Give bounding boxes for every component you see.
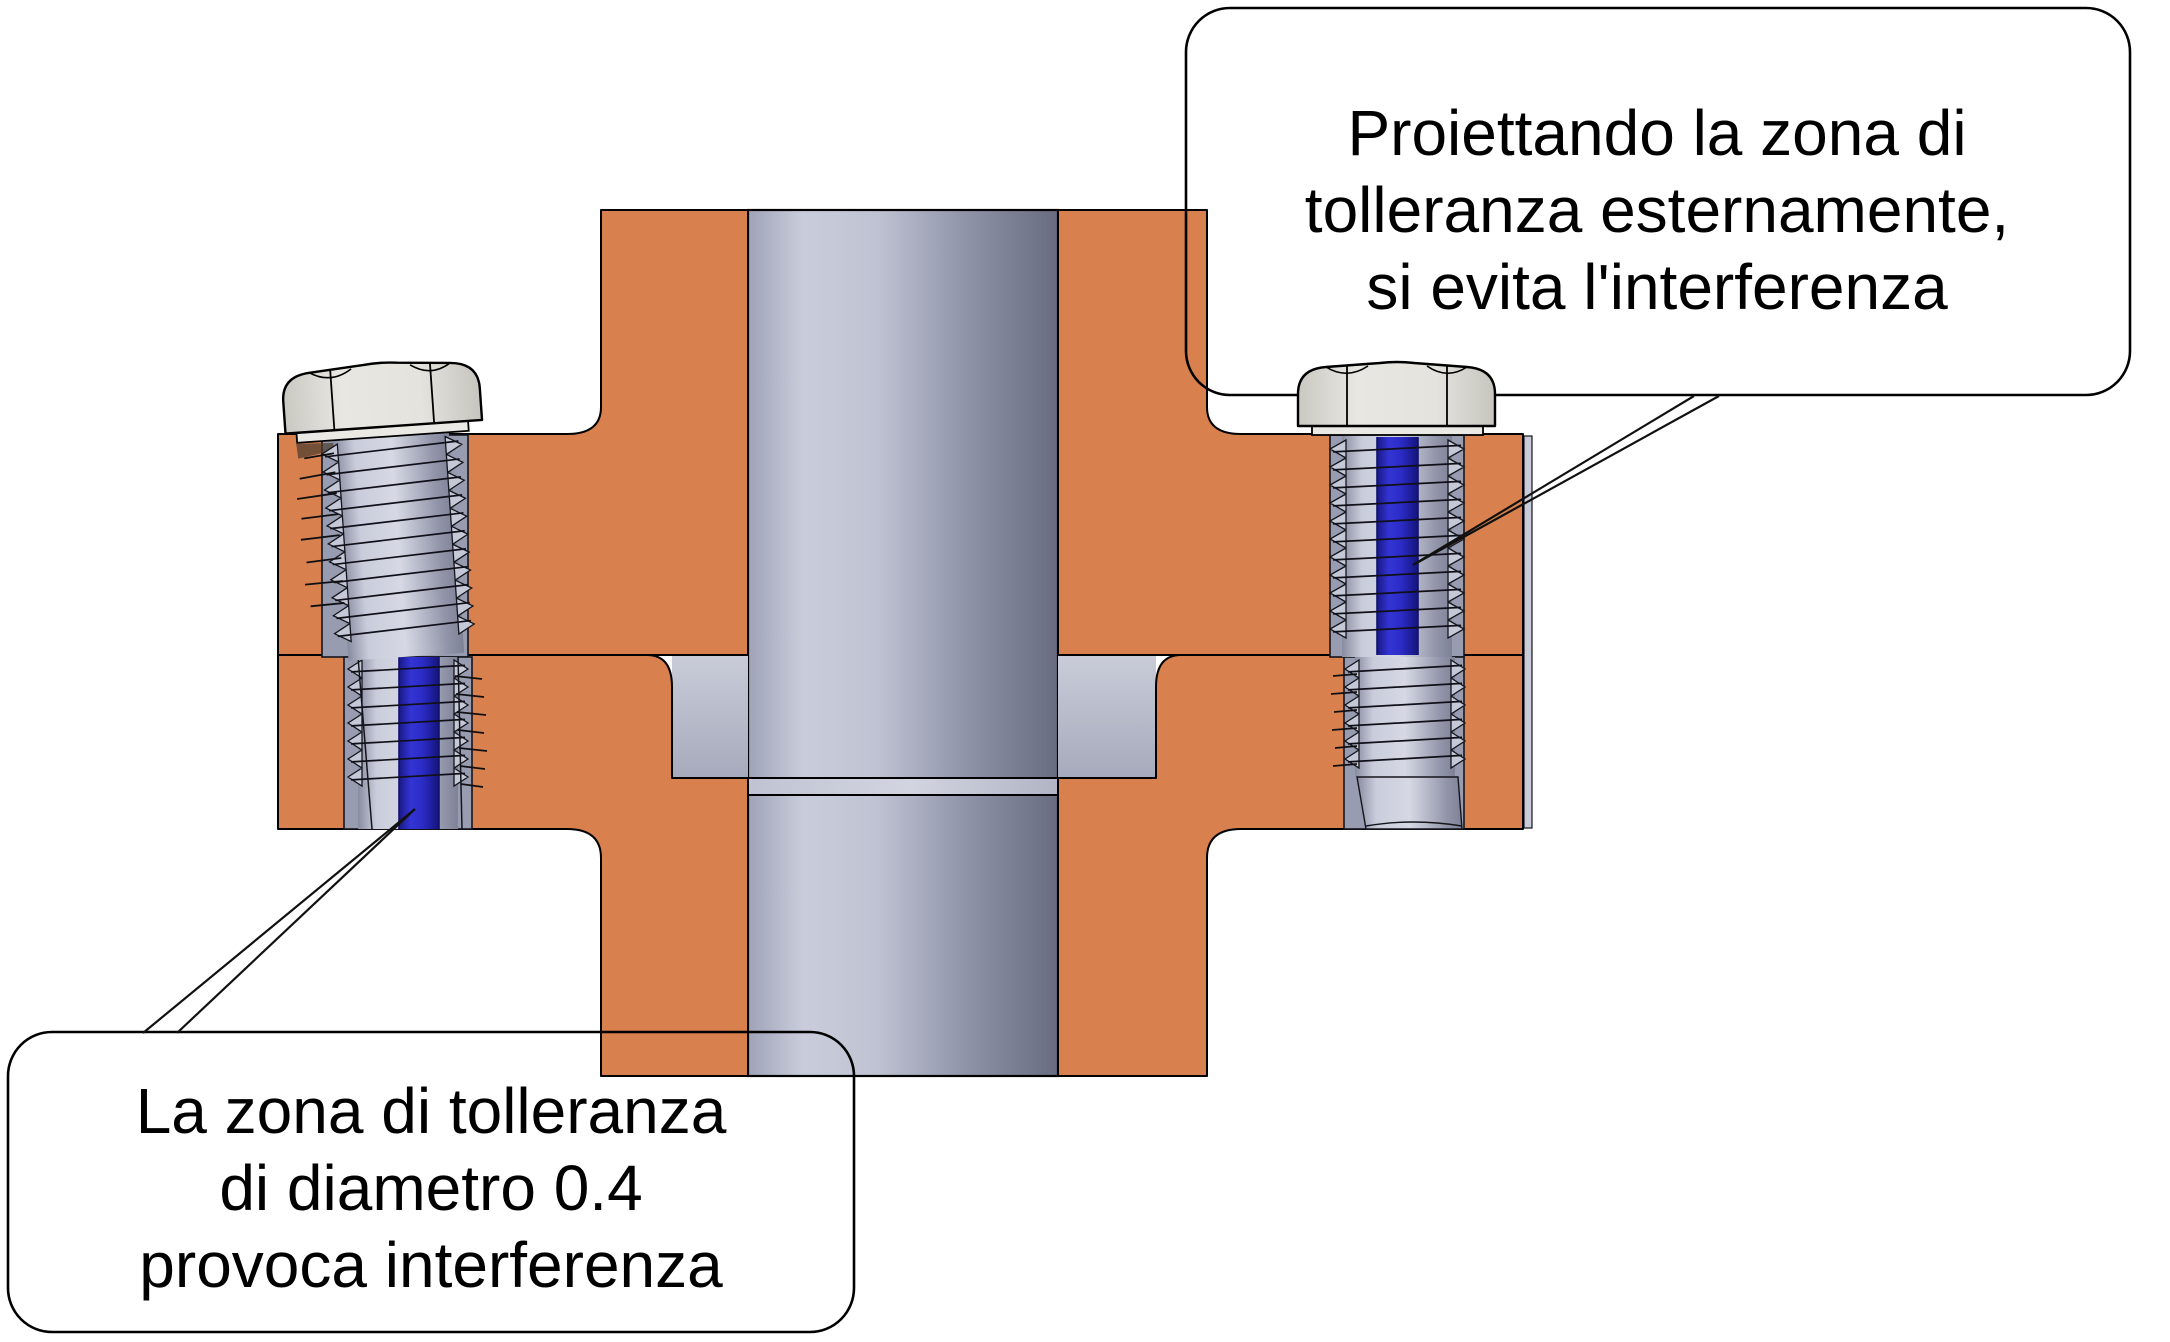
bolt-left-upper-threads [320, 435, 476, 643]
bolt-right-upper-threads [1328, 438, 1466, 640]
bolt-left-head-facets [329, 362, 436, 431]
bolt-left-lower-edges [357, 656, 463, 830]
bolt-left-lower [346, 656, 488, 830]
recess-wall-right [1058, 656, 1156, 778]
pipe [746, 208, 1060, 1078]
callout-top-right-line1: Proiettando la zona di [1347, 97, 1966, 169]
bolt-right-hex-head [1296, 360, 1497, 428]
bolt-left-head-chamfers [308, 362, 451, 379]
callout-bottom-left-line2: di diametro 0.4 [219, 1152, 642, 1224]
thread-marks-right-lower [1330, 673, 1358, 767]
callout-top-right-border [1184, 6, 2132, 397]
leader-line-bottom-left [142, 808, 416, 1034]
tolerance-zone-left [399, 657, 439, 829]
callout-top-right-fill [1186, 8, 2130, 395]
callout-top-right-line3: si evita l'interferenza [1366, 251, 1948, 323]
callout-bottom-left-border [6, 1030, 856, 1334]
interference-marks-left-upper [296, 452, 345, 608]
callout-bottom-left-fill [8, 1032, 854, 1332]
bolt-right-head-facets [1346, 365, 1448, 426]
callout-bottom-left-line1: La zona di tolleranza [136, 1075, 727, 1147]
leader-line-top-right [1412, 395, 1720, 566]
bolt-left-upper-shank [332, 422, 465, 661]
bolt-left [282, 361, 488, 830]
tolerance-zone-right [1377, 437, 1418, 655]
bolt-right-head-chamfers [1325, 365, 1468, 375]
bolt-right-lower [1330, 657, 1467, 830]
callout-bottom-left: La zona di tolleranza di diametro 0.4 pr… [136, 1075, 727, 1301]
bolt-right-tip [1356, 776, 1463, 830]
bolt-right-washer-face [1311, 425, 1484, 436]
assembly-section [6, 6, 2132, 1334]
bolt-left-upper [282, 361, 484, 661]
callout-top-right-line2: tolleranza esternamente, [1305, 174, 2009, 246]
bolt-right [1296, 360, 1497, 830]
bolt-right-lower-threads [1343, 658, 1467, 770]
interference-marks-left [454, 675, 488, 788]
bolt-right-tip-curve [1365, 821, 1463, 827]
recess-wall-left [672, 656, 748, 778]
callout-top-right: Proiettando la zona di tolleranza estern… [1305, 97, 2009, 323]
callout-bottom-left-line3: provoca interferenza [139, 1229, 723, 1301]
tolerance-zone-right-edges [1376, 437, 1419, 655]
